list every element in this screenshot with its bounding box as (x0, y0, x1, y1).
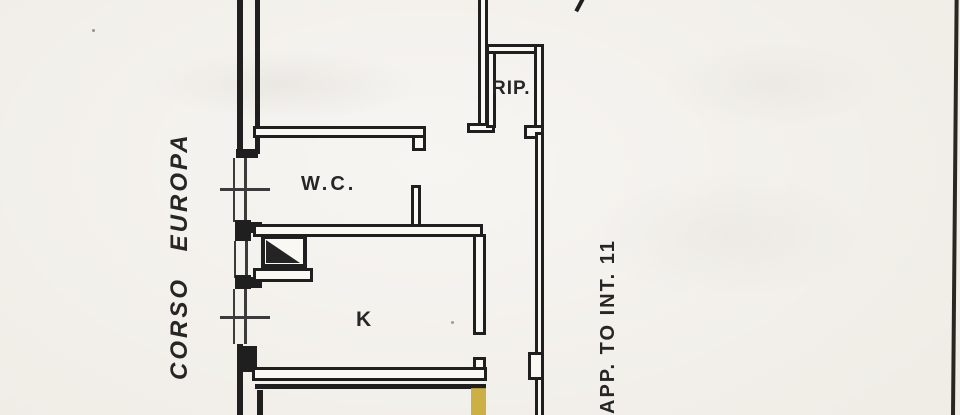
window-symbol (234, 241, 236, 278)
wall-segment (257, 390, 263, 415)
window-jamb (236, 149, 258, 158)
street-name-label: CORSO EUROPA (166, 132, 193, 380)
door-jamb (467, 123, 495, 133)
scan-smudge (660, 40, 880, 130)
wall-segment (243, 346, 257, 372)
window-jamb (251, 277, 262, 288)
wall-wc-bottom (253, 224, 483, 237)
scan-speck (451, 321, 454, 324)
wall-rip-right (534, 44, 544, 132)
wall-kitchen-top (253, 268, 313, 282)
scan-smudge (590, 170, 870, 300)
pen-mark (574, 0, 585, 13)
wall-kitchen-bottom (252, 367, 487, 381)
wall-bottom-room-top (255, 384, 486, 389)
window-jamb (235, 275, 251, 289)
scan-speck (92, 29, 95, 32)
window-symbol (245, 241, 248, 278)
apartment-ref-label: APP. TO INT. 11 (597, 239, 619, 414)
room-label-k: K (356, 308, 372, 331)
wall-segment (255, 0, 260, 154)
room-label-rip: RIP. (492, 78, 531, 99)
door-jamb (412, 135, 426, 151)
wall-right-long (535, 132, 544, 357)
wall-kitchen-right (473, 234, 486, 335)
window-tick (220, 316, 270, 319)
wall-right-notch (528, 352, 544, 380)
page-edge-shadow (951, 0, 959, 415)
window-tick (220, 188, 270, 191)
room-label-wc: W.C. (301, 173, 357, 195)
wall-segment (237, 0, 243, 154)
wall-wc-top (253, 126, 426, 138)
wall-segment (237, 344, 243, 415)
wall-right-bottom (535, 377, 544, 415)
yellow-highlight-mark (471, 388, 486, 415)
scan-smudge (150, 50, 420, 120)
window-jamb (235, 220, 251, 241)
